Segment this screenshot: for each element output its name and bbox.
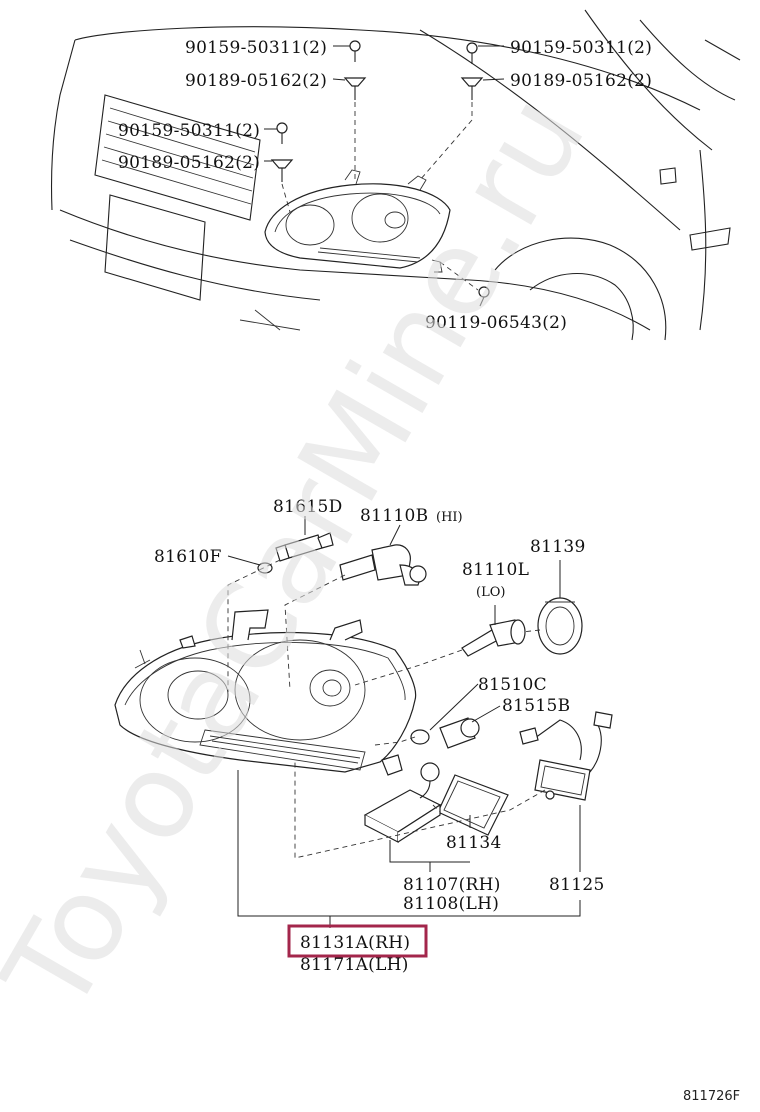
bulb-81110L-icon [461, 619, 526, 657]
part-label: 81510C [478, 675, 547, 695]
part-label: 81110B [360, 506, 428, 526]
bolt-icon [349, 40, 361, 62]
part-label: 81108(LH) [403, 894, 499, 914]
part-label: 90189-05162(2) [510, 71, 652, 91]
diagram-reference: 811726F [683, 1089, 740, 1104]
part-label: (LO) [476, 585, 505, 600]
part-label: 81515B [502, 696, 570, 716]
highlight-box [287, 924, 428, 958]
harness-81125-icon [519, 711, 613, 801]
exploded-labels: 81615D 81110B (HI) 81139 81610F 81110L (… [154, 497, 605, 975]
ballast-81107-icon [363, 762, 442, 843]
headlamp-exploded-view [114, 516, 613, 928]
part-label: 81110L [462, 560, 529, 580]
bolt-icon [276, 122, 288, 144]
part-label: 81610F [154, 547, 222, 567]
clip-icon [343, 77, 367, 100]
part-label: 81171A(LH) [300, 955, 409, 975]
bulb-81510C-icon [410, 729, 430, 745]
bolt-icon [478, 286, 490, 307]
vehicle-front-view [51, 9, 741, 341]
part-label: 81134 [446, 833, 502, 853]
part-label: 81139 [530, 537, 586, 557]
highlight-background [291, 928, 424, 954]
bolt-icon [466, 42, 478, 64]
part-label: 81615D [273, 497, 343, 517]
part-label: 81107(RH) [403, 875, 501, 895]
part-label: 90159-50311(2) [510, 38, 652, 58]
bulb-socket-81615D-icon [275, 532, 334, 562]
clip-icon [270, 159, 294, 182]
highlighted-part[interactable]: 81131A(RH) [287, 924, 428, 958]
bulb-81110B-icon [339, 544, 427, 586]
clip-icon [460, 77, 484, 100]
part-label: 90159-50311(2) [185, 38, 327, 58]
top-labels: 90159-50311(2) 90189-05162(2) 90159-5031… [118, 38, 652, 333]
socket-81515B-icon [439, 717, 480, 749]
part-label: 90189-05162(2) [118, 153, 260, 173]
part-label: 81125 [549, 875, 605, 895]
part-label: 90119-06543(2) [425, 313, 567, 333]
gasket-81134-icon [437, 774, 509, 836]
part-label: (HI) [436, 510, 463, 525]
part-label: 90189-05162(2) [185, 71, 327, 91]
ring-81139-icon [537, 597, 583, 655]
highlighted-part-label: 81131A(RH) [300, 933, 410, 953]
part-label: 90159-50311(2) [118, 121, 260, 141]
